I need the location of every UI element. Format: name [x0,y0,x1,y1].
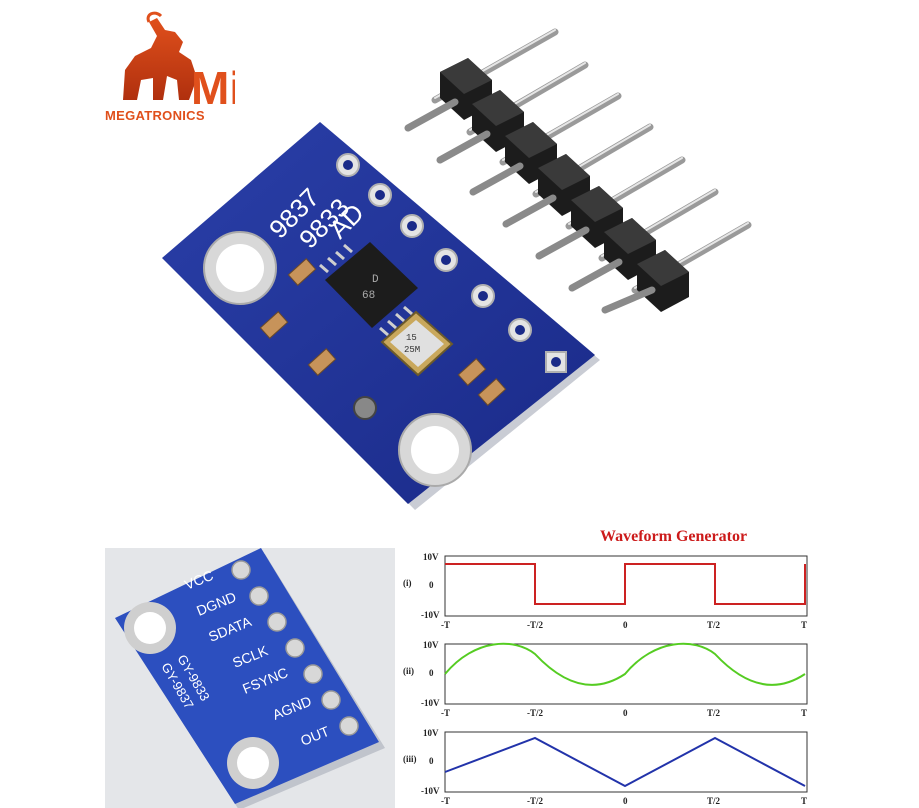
svg-text:Mi: Mi [191,62,235,114]
svg-text:-10V: -10V [421,786,440,796]
ad9833-module-photo: 9837 9833 AD D 68 15 25M [162,28,752,510]
svg-text:-T: -T [441,620,450,630]
svg-text:10V: 10V [423,728,439,738]
pinout-photo: VCC DGND SDATA SCLK FSYNC AGND OUT GY-98… [105,548,395,808]
square-wave [445,563,806,605]
sine-wave [444,642,806,686]
svg-text:T/2: T/2 [707,620,721,630]
waveform-plots: (i) (ii) (iii) 10V 0 -10V 10V 0 -10V 10V… [395,546,819,808]
svg-text:10V: 10V [423,640,439,650]
svg-text:68: 68 [362,290,375,302]
svg-text:10V: 10V [423,552,439,562]
triangle-wave [444,736,806,788]
svg-text:0: 0 [623,796,628,806]
svg-text:-T/2: -T/2 [527,708,544,718]
pcb-board: 9837 9833 AD D 68 15 25M [162,122,600,510]
svg-text:0: 0 [429,668,434,678]
brand-name: MEGATRONICS [105,108,205,123]
bull-icon [123,18,197,100]
svg-text:-10V: -10V [421,610,440,620]
svg-text:0: 0 [429,580,434,590]
svg-text:0: 0 [623,708,628,718]
svg-text:D: D [372,274,379,286]
svg-text:(i): (i) [403,578,412,588]
svg-text:T/2: T/2 [707,708,721,718]
svg-text:(iii): (iii) [403,754,417,764]
svg-text:0: 0 [429,756,434,766]
svg-text:15: 15 [406,333,417,343]
svg-text:(ii): (ii) [403,666,414,676]
pin-header [404,28,752,314]
svg-text:-10V: -10V [421,698,440,708]
svg-text:-T: -T [441,708,450,718]
svg-text:-T: -T [441,796,450,806]
svg-text:25M: 25M [404,345,420,355]
svg-text:-T/2: -T/2 [527,796,544,806]
svg-text:T: T [801,796,807,806]
svg-text:0: 0 [623,620,628,630]
svg-text:T: T [801,708,807,718]
svg-text:T/2: T/2 [707,796,721,806]
megatronics-logo: Mi [123,11,235,114]
svg-text:T: T [801,620,807,630]
svg-text:-T/2: -T/2 [527,620,544,630]
waveform-title: Waveform Generator [600,528,748,545]
